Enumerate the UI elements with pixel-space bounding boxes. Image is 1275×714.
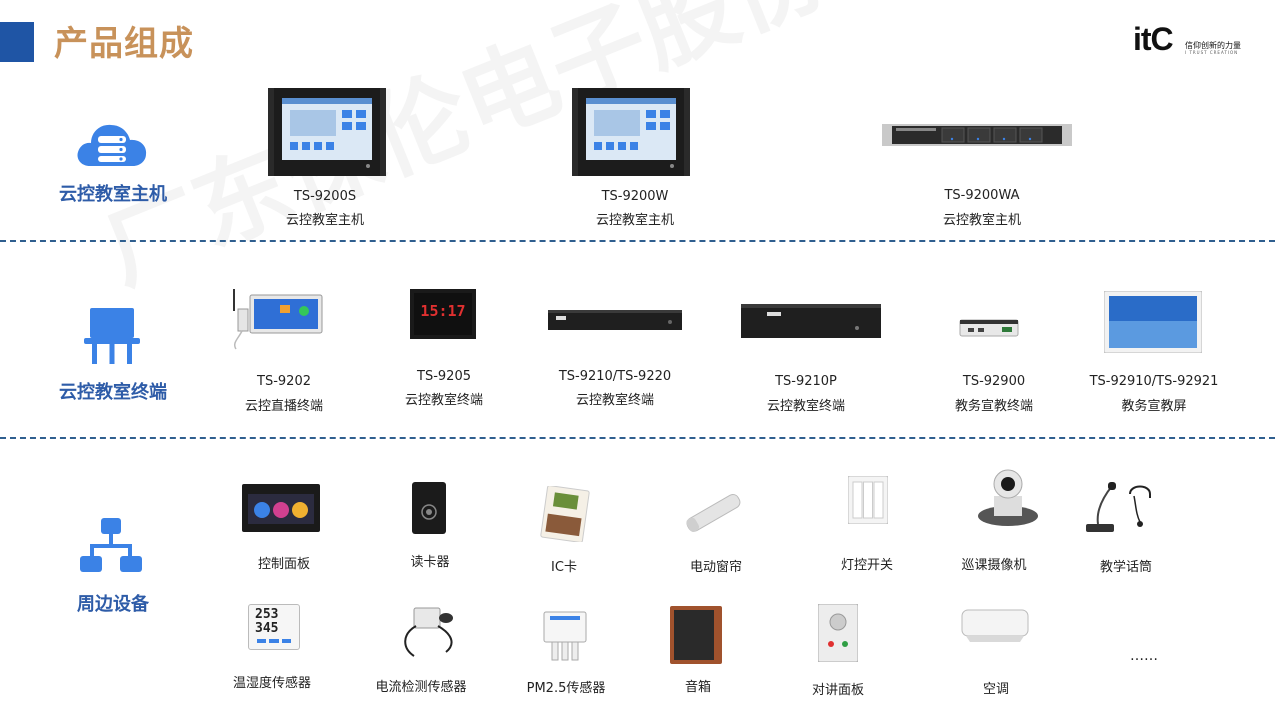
ts-92900-image bbox=[959, 319, 1019, 337]
device-label: 灯控开关 bbox=[840, 558, 893, 573]
product-desc: 云控教室主机 bbox=[942, 213, 1021, 228]
control-panel-image bbox=[242, 484, 320, 532]
product-model: TS-9202 bbox=[257, 374, 311, 389]
pm25-sensor-image bbox=[543, 611, 587, 661]
device-label: 空调 bbox=[982, 682, 1009, 697]
product-model: TS-92910/TS-92921 bbox=[1089, 374, 1219, 389]
temp-humidity-sensor-image: 253 345 bbox=[248, 604, 300, 650]
device-label: 控制面板 bbox=[257, 557, 310, 572]
ts-9202-image bbox=[233, 289, 323, 350]
product-model: TS-9205 bbox=[417, 369, 471, 384]
clock-readout: 15:17 bbox=[420, 302, 466, 320]
network-tree-icon bbox=[80, 518, 142, 572]
logo-sub: I TRUST CREATION bbox=[1185, 50, 1239, 55]
terminal-plug-icon bbox=[84, 308, 140, 364]
ts-9210p-image bbox=[741, 304, 881, 338]
product-model: TS-9200W bbox=[601, 189, 669, 204]
product-desc: 教务宣教终端 bbox=[954, 399, 1033, 414]
product-desc: 教务宣教屏 bbox=[1121, 399, 1187, 414]
device-label: 电动窗帘 bbox=[689, 560, 742, 575]
logo-mark: itC bbox=[1133, 21, 1174, 57]
category-label-host: 云控教室主机 bbox=[59, 184, 167, 205]
ts-9200w-image bbox=[572, 88, 690, 176]
sensor-buttons bbox=[257, 639, 291, 643]
light-switch-image bbox=[848, 476, 888, 524]
ptz-camera-image bbox=[978, 469, 1038, 526]
category-label-peripheral: 周边设备 bbox=[77, 594, 149, 615]
current-sensor-image bbox=[404, 607, 453, 657]
brand-logo: itC 信仰创新的力量 I TRUST CREATION bbox=[1133, 22, 1245, 56]
ts-9210-image bbox=[548, 310, 682, 330]
device-label: IC卡 bbox=[551, 560, 577, 575]
product-model: TS-92900 bbox=[962, 374, 1026, 389]
ic-card-image bbox=[540, 486, 590, 542]
category-label-terminal: 云控教室终端 bbox=[59, 382, 167, 403]
section-divider-1 bbox=[0, 240, 1275, 242]
device-label: 读卡器 bbox=[410, 555, 450, 570]
ts-92910-image bbox=[1104, 291, 1202, 353]
sensor-reading-1: 253 bbox=[255, 607, 279, 622]
speaker-image bbox=[670, 606, 722, 664]
product-desc: 云控教室终端 bbox=[575, 393, 654, 408]
microphone-image bbox=[1086, 482, 1151, 532]
product-model: TS-9200S bbox=[293, 189, 357, 204]
device-label: 音箱 bbox=[684, 680, 711, 695]
device-label: 巡课摄像机 bbox=[961, 558, 1027, 573]
device-label: 温湿度传感器 bbox=[232, 676, 311, 691]
device-label: 电流检测传感器 bbox=[375, 680, 467, 695]
product-desc: 云控教室主机 bbox=[595, 213, 674, 228]
device-label: PM2.5传感器 bbox=[526, 681, 606, 696]
ts-9200wa-image bbox=[882, 124, 1072, 146]
logo-tagline: 信仰创新的力量 bbox=[1185, 41, 1241, 50]
cloud-server-icon bbox=[77, 124, 147, 166]
product-model: TS-9210/TS-9220 bbox=[558, 369, 672, 384]
product-model: TS-9210P bbox=[775, 374, 837, 389]
curtain-motor-image bbox=[686, 494, 741, 532]
intercom-panel-image bbox=[818, 604, 858, 662]
title-accent-bar bbox=[0, 22, 34, 62]
product-model: TS-9200WA bbox=[944, 188, 1020, 203]
air-conditioner-image bbox=[961, 609, 1029, 642]
card-reader-image bbox=[412, 482, 446, 534]
page-title: 产品组成 bbox=[54, 24, 194, 64]
ts-9200s-image bbox=[268, 88, 386, 176]
device-label: 教学话筒 bbox=[1099, 560, 1152, 575]
section-divider-2 bbox=[0, 437, 1275, 439]
product-desc: 云控教室主机 bbox=[285, 213, 364, 228]
product-desc: 云控教室终端 bbox=[404, 393, 483, 408]
product-desc: 云控直播终端 bbox=[244, 399, 323, 414]
ts-9205-image bbox=[410, 289, 476, 339]
device-label: 对讲面板 bbox=[811, 683, 864, 698]
more-ellipsis: …… bbox=[1130, 648, 1158, 664]
sensor-reading-2: 345 bbox=[255, 621, 279, 636]
product-desc: 云控教室终端 bbox=[766, 399, 845, 414]
